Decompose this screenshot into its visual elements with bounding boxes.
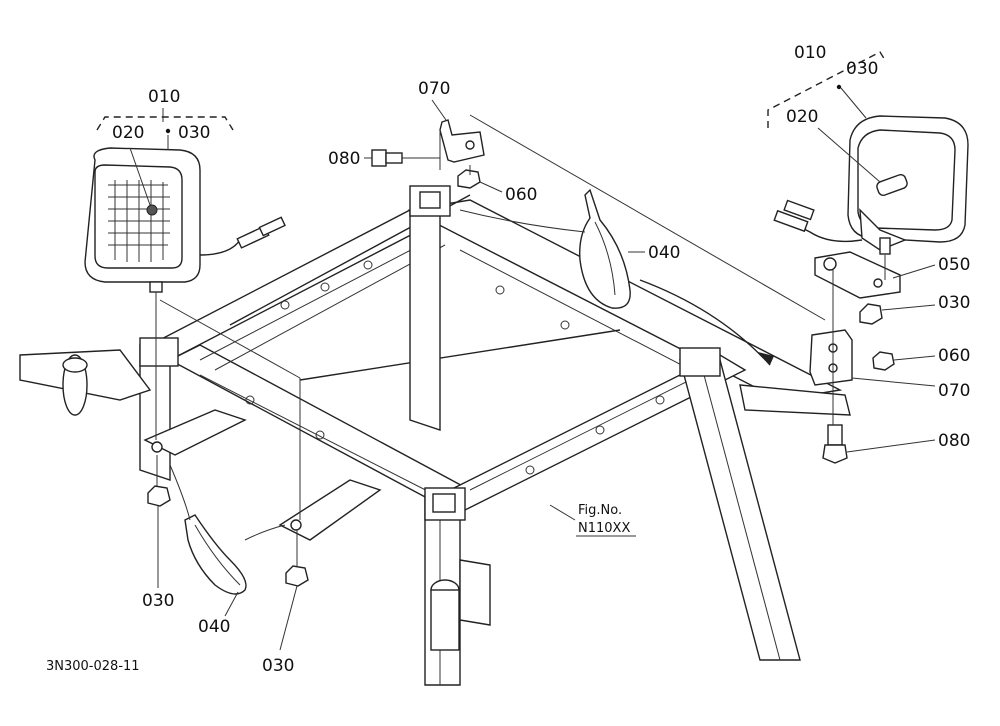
bracket-070-right bbox=[809, 329, 853, 386]
label-030-right: 030 bbox=[938, 293, 970, 313]
cable-tie-040-top bbox=[579, 188, 631, 309]
label-070-top: 070 bbox=[418, 79, 450, 99]
label-070-right: 070 bbox=[938, 381, 970, 401]
label-left-010: 010 bbox=[148, 87, 180, 107]
drawing-id: 3N300-028-11 bbox=[46, 659, 140, 674]
left-work-lamp bbox=[84, 147, 286, 440]
label-060-right: 060 bbox=[938, 346, 970, 366]
part-labels: 010 020 030 010 030 020 070 080 060 040 … bbox=[46, 43, 970, 676]
left-lamp-bulb-icon bbox=[146, 204, 158, 216]
right-lamp-bulb-icon bbox=[876, 174, 908, 196]
label-040-bottom: 040 bbox=[198, 617, 230, 637]
nut-060-right bbox=[872, 351, 895, 371]
label-right-010: 010 bbox=[794, 43, 826, 63]
group-bracket-right bbox=[767, 51, 886, 128]
label-030-bottom-center: 030 bbox=[262, 656, 294, 676]
lamp-plate-left bbox=[143, 409, 247, 456]
bottom-left-parts bbox=[147, 455, 309, 595]
leader-lines bbox=[129, 87, 936, 651]
group-brackets bbox=[96, 51, 886, 131]
post-top-left bbox=[139, 337, 179, 367]
post-top-right bbox=[679, 347, 721, 377]
label-080-top: 080 bbox=[328, 149, 360, 169]
label-left-030: 030 bbox=[178, 123, 210, 143]
label-060-top: 060 bbox=[505, 185, 537, 205]
figure-ref-line2: N110XX bbox=[578, 521, 630, 536]
label-040-top: 040 bbox=[648, 243, 680, 263]
frame-post-back bbox=[409, 209, 441, 431]
center-top-parts bbox=[371, 119, 631, 309]
figure-ref-line1: Fig.No. bbox=[578, 503, 622, 518]
nut-030-bottom-center bbox=[285, 565, 309, 587]
label-050: 050 bbox=[938, 255, 970, 275]
nut-030-bottom-left bbox=[147, 485, 171, 507]
label-left-020: 020 bbox=[112, 123, 144, 143]
label-right-020: 020 bbox=[786, 107, 818, 127]
frame-structure bbox=[19, 185, 851, 686]
right-work-lamp bbox=[773, 115, 969, 464]
nut-030-right bbox=[859, 303, 883, 325]
label-right-030: 030 bbox=[846, 59, 878, 79]
bracket-070-top bbox=[439, 119, 485, 163]
label-030-bottom-left: 030 bbox=[142, 591, 174, 611]
bolt-080-top bbox=[371, 149, 387, 167]
frame-right-mount bbox=[739, 384, 851, 416]
lamp-plate-front bbox=[278, 479, 382, 541]
bolt-080-right bbox=[827, 424, 843, 446]
group-bracket-left bbox=[96, 116, 234, 131]
nut-060-top bbox=[457, 169, 481, 189]
label-080-right: 080 bbox=[938, 431, 970, 451]
